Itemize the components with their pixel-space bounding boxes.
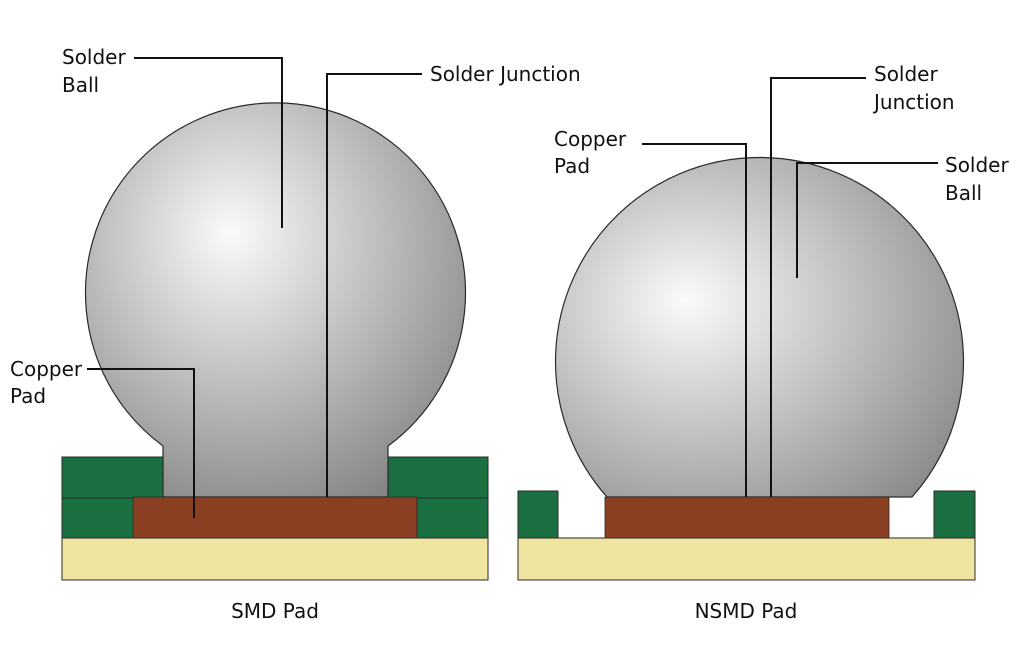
nsmd-caption: NSMD Pad xyxy=(695,599,798,623)
nsmd-substrate xyxy=(517,537,976,581)
smd-copper-pad-label: Copper xyxy=(10,357,83,381)
smd-solder-junction-leader xyxy=(326,73,422,497)
nsmd-solder-junction-label-line2: Junction xyxy=(872,90,955,114)
nsmd-copper-pad-leader xyxy=(642,143,747,497)
nsmd-solder-mask-left xyxy=(517,490,559,539)
nsmd-solder-junction-label: Solder xyxy=(874,62,938,86)
nsmd-solder-mask-right xyxy=(933,490,976,539)
smd-substrate xyxy=(61,537,489,581)
smd-solder-ball xyxy=(84,102,467,498)
nsmd-copper-pad-label-line2: Pad xyxy=(554,154,590,178)
nsmd-pad-diagram: Copper Pad Solder Junction Solder Ball N… xyxy=(517,62,1009,623)
nsmd-solder-ball-label: Solder xyxy=(945,153,1009,177)
nsmd-copper-pad xyxy=(604,496,890,539)
smd-copper-pad-leader xyxy=(87,368,195,518)
nsmd-copper-pad-label: Copper xyxy=(554,127,627,151)
nsmd-solder-ball xyxy=(554,156,965,498)
smd-solder-ball-label: Solder xyxy=(62,45,126,69)
nsmd-solder-junction-leader xyxy=(770,77,866,497)
smd-solder-ball-leader xyxy=(134,57,283,228)
nsmd-solder-ball-label-line2: Ball xyxy=(945,181,982,205)
smd-pad-diagram: Solder Ball Solder Junction Copper Pad S… xyxy=(10,45,581,623)
nsmd-solder-ball-leader xyxy=(796,162,938,278)
smd-solder-ball-label-line2: Ball xyxy=(62,73,99,97)
smd-caption: SMD Pad xyxy=(231,599,319,623)
smd-copper-pad-label-line2: Pad xyxy=(10,384,46,408)
smd-solder-junction-label: Solder Junction xyxy=(430,62,581,86)
smd-copper-pad xyxy=(132,496,418,539)
